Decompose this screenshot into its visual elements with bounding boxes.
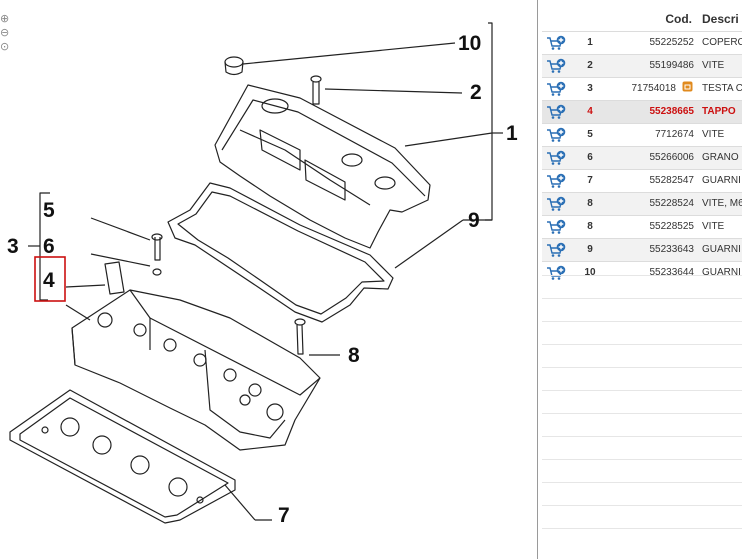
- row-number: 10: [584, 267, 596, 278]
- leader-7: [224, 484, 256, 521]
- part-code[interactable]: 55233644: [649, 267, 695, 278]
- row-number: 3: [587, 83, 593, 94]
- add-to-cart-icon[interactable]: [546, 104, 566, 120]
- callout-7[interactable]: 7: [278, 504, 290, 527]
- row-number: 6: [587, 152, 593, 163]
- add-to-cart-icon[interactable]: [546, 196, 566, 212]
- part-description: GRANO: [702, 152, 739, 163]
- table-row[interactable]: 8 55228524 VITE, M6: [542, 192, 742, 215]
- zoom-in-icon[interactable]: ⊕: [0, 13, 10, 25]
- part-code[interactable]: 55238665: [649, 106, 695, 117]
- column-header-cod[interactable]: Cod.: [665, 12, 692, 26]
- add-to-cart-icon[interactable]: [546, 58, 566, 74]
- part-code[interactable]: 55225252: [649, 37, 695, 48]
- callout-1[interactable]: 1: [506, 122, 518, 145]
- part-code[interactable]: 7712674: [655, 129, 694, 140]
- row-number: 1: [587, 37, 593, 48]
- part-description: TAPPO: [702, 106, 736, 117]
- row-number: 8: [587, 198, 593, 209]
- callout-2[interactable]: 2: [470, 81, 482, 104]
- callout-6[interactable]: 6: [43, 235, 55, 258]
- add-to-cart-icon[interactable]: [546, 265, 566, 281]
- leader-4: [65, 284, 106, 288]
- add-to-cart-icon[interactable]: [546, 81, 566, 97]
- add-to-cart-icon[interactable]: [546, 242, 566, 258]
- table-row[interactable]: 2 55199486 VITE: [542, 54, 742, 77]
- cover-gasket: [167, 182, 394, 323]
- table-row[interactable]: 1 55225252 COPERC: [542, 31, 742, 54]
- zoom-fit-icon[interactable]: ⊙: [0, 41, 10, 53]
- callout-3[interactable]: 3: [7, 235, 19, 258]
- part-code[interactable]: 55228525: [649, 221, 695, 232]
- table-row[interactable]: 8 55228525 VITE: [542, 215, 742, 238]
- cylinder-head: [71, 289, 321, 451]
- add-to-cart-icon[interactable]: [546, 127, 566, 143]
- leader-9: [394, 219, 464, 269]
- row-number: 4: [587, 106, 593, 117]
- leader-1: [404, 132, 493, 147]
- part-code[interactable]: 55282547: [649, 175, 695, 186]
- add-to-cart-icon[interactable]: [546, 219, 566, 235]
- part-description: VITE, M6: [702, 198, 742, 209]
- leader-5: [90, 217, 151, 241]
- callout-10[interactable]: 10: [458, 32, 482, 55]
- column-header-description[interactable]: Descri: [702, 12, 739, 26]
- parts-diagram: [9, 22, 503, 524]
- callout-4[interactable]: 4: [43, 269, 55, 292]
- leader-2: [324, 88, 463, 94]
- part-code[interactable]: 71754018: [631, 83, 677, 94]
- head-gasket: [9, 389, 236, 524]
- part-code[interactable]: 55199486: [649, 60, 695, 71]
- row-number: 2: [587, 60, 593, 71]
- row-number: 7: [587, 175, 593, 186]
- warning-icon[interactable]: [682, 81, 693, 92]
- row-number: 8: [587, 221, 593, 232]
- part-description: VITE: [702, 60, 725, 71]
- empty-table-area: [542, 275, 742, 559]
- valve-cover: [214, 84, 431, 249]
- part-description: VITE: [702, 221, 725, 232]
- callout-8[interactable]: 8: [348, 344, 360, 367]
- leader-6: [90, 253, 151, 267]
- leader-10: [242, 42, 456, 65]
- zoom-out-icon[interactable]: ⊖: [0, 27, 10, 39]
- part-code[interactable]: 55266006: [649, 152, 695, 163]
- row-number: 5: [587, 129, 593, 140]
- table-row[interactable]: 9 55233643 GUARNI: [542, 238, 742, 261]
- part-description: GUARNI: [702, 244, 741, 255]
- callout-9[interactable]: 9: [468, 209, 480, 232]
- zoom-toolbar: ⊕ ⊖ ⊙: [0, 12, 14, 54]
- callout-5[interactable]: 5: [43, 199, 55, 222]
- add-to-cart-icon[interactable]: [546, 150, 566, 166]
- parts-table-header: Cod. Descri: [542, 8, 742, 30]
- table-row[interactable]: 6 55266006 GRANO: [542, 146, 742, 169]
- row-number: 9: [587, 244, 593, 255]
- part-description: GUARNI: [702, 267, 741, 278]
- part-description: TESTA C: [702, 83, 742, 94]
- part-description: COPERC: [702, 37, 742, 48]
- part-description: GUARNI: [702, 175, 741, 186]
- bracket-line: [485, 22, 493, 221]
- part-code[interactable]: 55228524: [649, 198, 695, 209]
- table-row[interactable]: 4 55238665 TAPPO: [542, 100, 742, 123]
- exploded-diagram-panel: ⊕ ⊖ ⊙: [0, 0, 538, 559]
- add-to-cart-icon[interactable]: [546, 35, 566, 51]
- part-code[interactable]: 55233643: [649, 244, 695, 255]
- callout-4-highlight: [34, 256, 66, 302]
- part-description: VITE: [702, 129, 725, 140]
- add-to-cart-icon[interactable]: [546, 173, 566, 189]
- table-row[interactable]: 10 55233644 GUARNI: [542, 261, 742, 284]
- table-row[interactable]: 7 55282547 GUARNI: [542, 169, 742, 192]
- table-row[interactable]: 5 7712674 VITE: [542, 123, 742, 146]
- table-row[interactable]: 3 71754018 TESTA C: [542, 77, 742, 100]
